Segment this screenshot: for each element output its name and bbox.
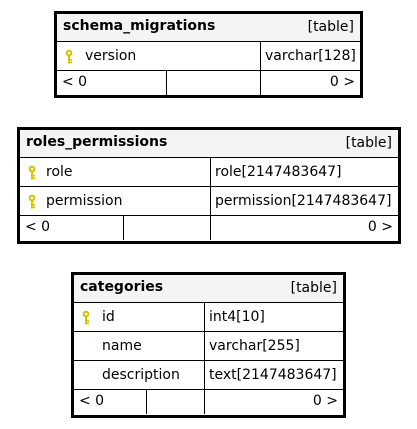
column-name: version	[85, 48, 137, 64]
column-type: varchar[128]	[265, 48, 356, 64]
column-type: int4[10]	[209, 309, 265, 325]
table-header: categories [table]	[74, 275, 343, 303]
key-icon	[28, 194, 36, 209]
column-name: name	[102, 338, 142, 354]
footer-prev[interactable]: < 0	[20, 216, 124, 240]
footer-next[interactable]: 0 >	[312, 393, 338, 409]
key-icon	[28, 165, 36, 180]
table-kind-label: [table]	[345, 135, 392, 151]
footer-next[interactable]: 0 >	[367, 219, 393, 235]
column-name: role	[46, 164, 73, 180]
table-categories[interactable]: categories [table] id int4[10] name varc…	[71, 272, 346, 418]
table-header: roles_permissions [table]	[20, 130, 398, 158]
column-type: role[2147483647]	[215, 164, 342, 180]
table-name: categories	[80, 279, 164, 295]
key-icon	[65, 49, 73, 64]
column-type: varchar[255]	[209, 338, 300, 354]
footer-prev[interactable]: < 0	[74, 390, 147, 414]
footer-spacer	[147, 390, 205, 414]
table-kind-label: [table]	[307, 19, 354, 35]
column-name: permission	[46, 193, 123, 209]
column-type: text[2147483647]	[209, 367, 337, 383]
table-schema-migrations[interactable]: schema_migrations [table] version varcha…	[54, 11, 363, 98]
column-name: description	[102, 367, 180, 383]
column-type: permission[2147483647]	[215, 193, 392, 209]
footer-prev[interactable]: < 0	[57, 71, 167, 95]
column-row[interactable]: role role[2147483647]	[20, 158, 398, 187]
column-name: id	[102, 309, 115, 325]
footer-spacer	[124, 216, 211, 240]
column-row[interactable]: id int4[10]	[74, 303, 343, 332]
table-kind-label: [table]	[290, 280, 337, 296]
footer-next[interactable]: 0 >	[329, 74, 355, 90]
table-name: roles_permissions	[26, 134, 168, 150]
table-footer: < 0 0 >	[20, 216, 398, 240]
column-row[interactable]: version varchar[128]	[57, 42, 360, 71]
column-row[interactable]: description text[2147483647]	[74, 361, 343, 390]
table-footer: < 0 0 >	[57, 71, 360, 95]
table-footer: < 0 0 >	[74, 390, 343, 414]
table-name: schema_migrations	[63, 18, 216, 34]
footer-spacer	[167, 71, 261, 95]
key-icon	[82, 310, 90, 325]
table-header: schema_migrations [table]	[57, 14, 360, 42]
column-row[interactable]: name varchar[255]	[74, 332, 343, 361]
table-roles-permissions[interactable]: roles_permissions [table] role role[2147…	[17, 127, 401, 244]
column-row[interactable]: permission permission[2147483647]	[20, 187, 398, 216]
